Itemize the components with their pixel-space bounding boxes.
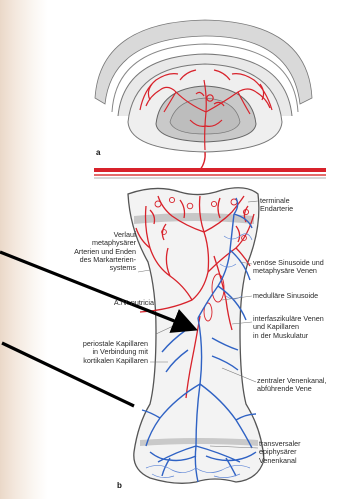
label-venous-sinusoids: venöse Sinusoide und metaphysäre Venen <box>253 259 324 276</box>
label-central-venous-channel: zentraler Venenkanal, abführende Vene <box>257 377 327 394</box>
nutrient-artery-a <box>200 152 205 170</box>
label-transversal-epiphyseal-channel: transversaler epiphysärer Venenkanal <box>259 440 301 465</box>
panel-a-cross-section <box>94 20 326 178</box>
panel-label-a: a <box>96 148 100 157</box>
panel-b-long-bone <box>128 188 264 484</box>
label-terminal-end-artery: terminale Endarterie <box>260 197 293 214</box>
label-interfascicular-veins: interfaszikuläre Venen und Kapillaren in… <box>253 315 324 340</box>
label-medullary-sinusoids: medulläre Sinusoide <box>253 292 318 300</box>
vessel-band-a <box>94 168 326 172</box>
panel-label-b: b <box>117 481 122 490</box>
label-metaphyseal-arteries: Verlauf metaphysärer Arterien und Enden … <box>62 231 136 272</box>
label-nutrient-artery: A./V. nutricia <box>84 299 154 307</box>
label-periosteal-capillaries: periostale Kapillaren in Verbindung mit … <box>60 340 148 365</box>
